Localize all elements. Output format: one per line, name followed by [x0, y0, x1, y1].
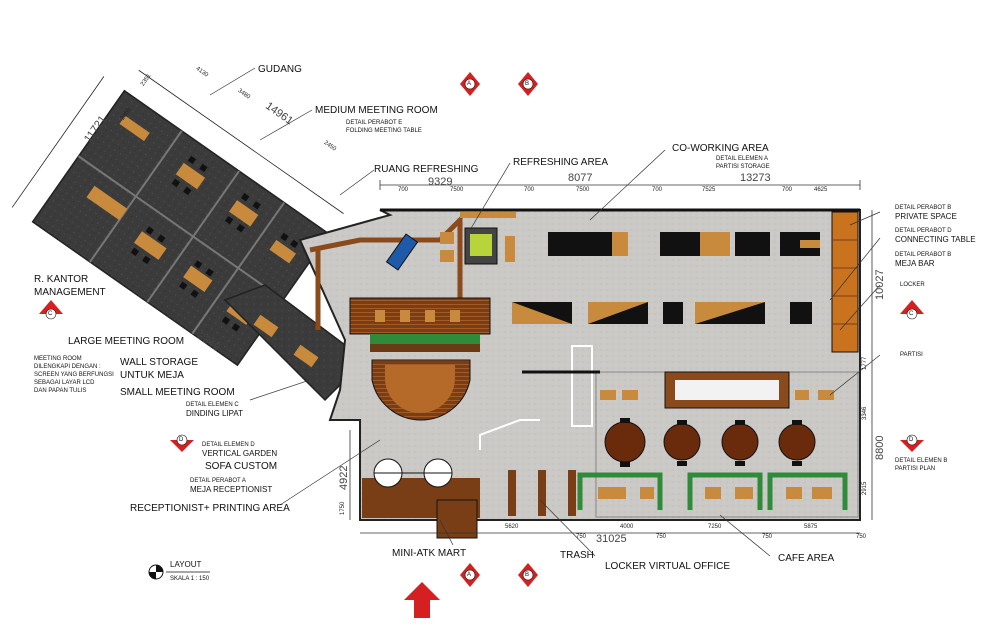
label-detail-meja-bar-1: DETAIL PERABOT B	[895, 252, 952, 258]
note-line: MEETING ROOM	[34, 356, 82, 362]
dim-top-700a: 700	[398, 187, 409, 193]
dim-bot-4000: 4000	[620, 524, 634, 530]
dim-top-7500: 7500	[450, 187, 464, 193]
section-marker-b-top	[518, 72, 538, 96]
dim-bot-750b: 750	[656, 534, 667, 540]
dim-bot-7250: 7250	[708, 524, 722, 530]
label-dinding-lipat: DINDING LIPAT	[186, 409, 244, 418]
label-r-kantor-2: MANAGEMENT	[34, 287, 106, 298]
section-b-top-letter: B	[525, 81, 530, 87]
private-space-block	[831, 211, 859, 353]
section-a-top-letter: A	[467, 81, 472, 87]
label-small-meeting-room: SMALL MEETING ROOM	[120, 387, 235, 398]
label-detail-partisi-plan-1: DETAIL ELEMEN B	[895, 458, 948, 464]
label-vertical-garden: VERTICAL GARDEN	[202, 449, 278, 458]
cafe-round-tables	[604, 421, 816, 463]
label-connecting-table: CONNECTING TABLE	[895, 235, 976, 244]
dim-right-10027: 10027	[874, 269, 886, 300]
label-detail-dinding-1: DETAIL ELEMEN C	[186, 402, 239, 408]
dim-bot-5620: 5620	[505, 524, 519, 530]
label-wall-storage-2: UNTUK MEJA	[120, 370, 184, 381]
label-detail-receptionist-1: DETAIL PERABOT A	[190, 478, 246, 484]
label-co-working-area: CO-WORKING AREA	[672, 143, 769, 154]
section-d-left-letter: D	[179, 437, 184, 443]
section-a-bottom-letter: A	[467, 572, 472, 578]
dim-right-3346: 3346	[862, 406, 868, 420]
label-partisi: PARTISI	[900, 352, 923, 358]
dim-left-4922: 4922	[338, 465, 350, 490]
section-b-bottom-letter: B	[525, 572, 530, 578]
dim-top-700d: 700	[782, 187, 793, 193]
label-partisi-plan: PARTISI PLAN	[895, 466, 936, 472]
label-detail-vertical-1: DETAIL ELEMEN D	[202, 442, 255, 448]
label-gudang: GUDANG	[258, 64, 302, 75]
note-line: SEBAGAI LAYAR LCD	[34, 380, 95, 387]
label-detail-partisi-2: PARTISI STORAGE	[716, 164, 770, 170]
section-marker-c-right	[900, 300, 924, 320]
dim-top-7525: 7525	[702, 187, 716, 193]
dim-bottom-total: 31025	[596, 533, 627, 545]
dim-bot-750d: 750	[856, 534, 867, 540]
main-floor	[298, 209, 861, 521]
label-locker: LOCKER	[900, 282, 925, 288]
label-cafe-area: CAFE AREA	[778, 553, 835, 564]
label-meja-receptionist: MEJA RECEPTIONIST	[190, 485, 273, 494]
section-marker-a-bottom	[460, 563, 480, 587]
note-line: DAN PAPAN TULIS	[34, 388, 87, 395]
dim-left-1750: 1750	[340, 501, 346, 515]
label-r-kantor-1: R. KANTOR	[34, 274, 89, 285]
reception-desk-top	[349, 297, 491, 335]
label-detail-connecting-1: DETAIL PERABOT D	[895, 228, 952, 234]
label-detail-partisi-1: DETAIL ELEMEN A	[716, 156, 769, 162]
dim-top-700b: 700	[524, 187, 535, 193]
partisi-green	[577, 472, 848, 510]
section-c-left-letter: C	[48, 311, 53, 317]
section-marker-d-left	[170, 434, 194, 452]
label-refreshing-area: REFRESHING AREA	[513, 157, 609, 168]
label-medium-meeting-room: MEDIUM MEETING ROOM	[315, 105, 438, 116]
label-ruang-refreshing: RUANG REFRESHING	[374, 164, 479, 175]
note-line: SCREEN YANG BERFUNGSI	[34, 372, 114, 379]
dimension-lines	[349, 180, 873, 534]
label-sofa-custom: SOFA CUSTOM	[205, 461, 278, 472]
leader-lines	[209, 67, 881, 557]
label-mini-atk-mart: MINI-ATK MART	[392, 548, 467, 559]
dim-bot-750c: 750	[762, 534, 773, 540]
section-marker-d-right	[900, 434, 924, 452]
note-line: DILENGKAPI DENGAN :	[34, 364, 101, 371]
dim-top-total-2: 13273	[740, 172, 771, 184]
coworking-row-2	[512, 302, 812, 324]
section-marker-c-left	[39, 300, 63, 320]
entrance-arrow	[404, 582, 440, 618]
dim-top-700c: 700	[652, 187, 663, 193]
label-large-meeting-room: LARGE MEETING ROOM	[68, 336, 185, 347]
dim-right-8800: 8800	[874, 435, 886, 460]
dim-right-2915: 2915	[862, 481, 868, 495]
section-d-right-letter: D	[909, 437, 914, 443]
meeting-room-note: MEETING ROOM DILENGKAPI DENGAN : SCREEN …	[34, 355, 114, 395]
label-wall-storage-1: WALL STORAGE	[120, 357, 198, 368]
label-detail-folding-2: FOLDING MEETING TABLE	[346, 128, 422, 134]
label-meja-bar: MEJA BAR	[895, 259, 935, 268]
dim-top-7500b: 7500	[576, 187, 590, 193]
label-layout-title: LAYOUT	[170, 560, 202, 569]
label-detail-private-1: DETAIL PERABOT B	[895, 205, 952, 211]
label-receptionist-printing: RECEPTIONIST+ PRINTING AREA	[130, 503, 290, 514]
label-layout-scale: SKALA 1 : 150	[170, 576, 210, 582]
label-detail-folding-1: DETAIL PERABOT E	[346, 120, 403, 126]
dim-bot-750a: 750	[576, 534, 587, 540]
section-marker-b-bottom	[518, 563, 538, 587]
label-locker-virtual-office: LOCKER VIRTUAL OFFICE	[605, 561, 731, 572]
dim-top-4625: 4625	[814, 187, 828, 193]
dim-bot-5875: 5875	[804, 524, 818, 530]
layout-symbol	[148, 564, 210, 580]
section-marker-a-top	[460, 72, 480, 96]
dim-right-1777: 1777	[862, 356, 868, 370]
section-c-right-letter: C	[909, 311, 914, 317]
label-private-space: PRIVATE SPACE	[895, 212, 957, 221]
dim-top-total: 8077	[568, 172, 593, 184]
dim-9329: 9329	[428, 176, 453, 188]
label-trash: TRASH	[560, 550, 594, 561]
